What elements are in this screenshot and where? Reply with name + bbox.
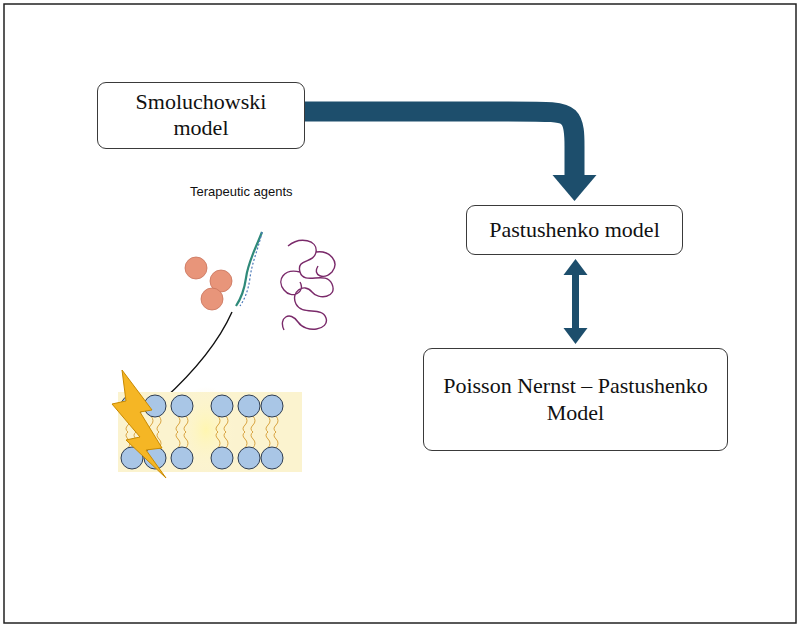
model-box: Pastushenko model xyxy=(466,205,683,255)
arrow-head xyxy=(553,175,597,201)
arrow-head xyxy=(564,259,588,275)
protein-coil xyxy=(281,240,335,330)
arrow-head xyxy=(564,328,588,344)
model-name: Poisson Nernst – Pastushenko Model xyxy=(436,373,715,426)
connector-line xyxy=(305,111,575,176)
model-connector xyxy=(564,259,588,344)
model-name: Pastushenko model xyxy=(489,217,660,243)
model-box: Poisson Nernst – Pastushenko Model xyxy=(423,348,728,451)
nucleic-acid xyxy=(236,232,262,306)
connector-line xyxy=(572,274,579,329)
frame xyxy=(4,4,796,623)
model-box: Smoluchowski model xyxy=(97,82,305,149)
lightning-bolt xyxy=(112,370,166,478)
model-connector xyxy=(305,111,597,201)
nanoparticles xyxy=(185,257,232,310)
model-name: Smoluchowski model xyxy=(110,89,292,142)
illustration-label: Terapeutic agents xyxy=(190,184,293,199)
